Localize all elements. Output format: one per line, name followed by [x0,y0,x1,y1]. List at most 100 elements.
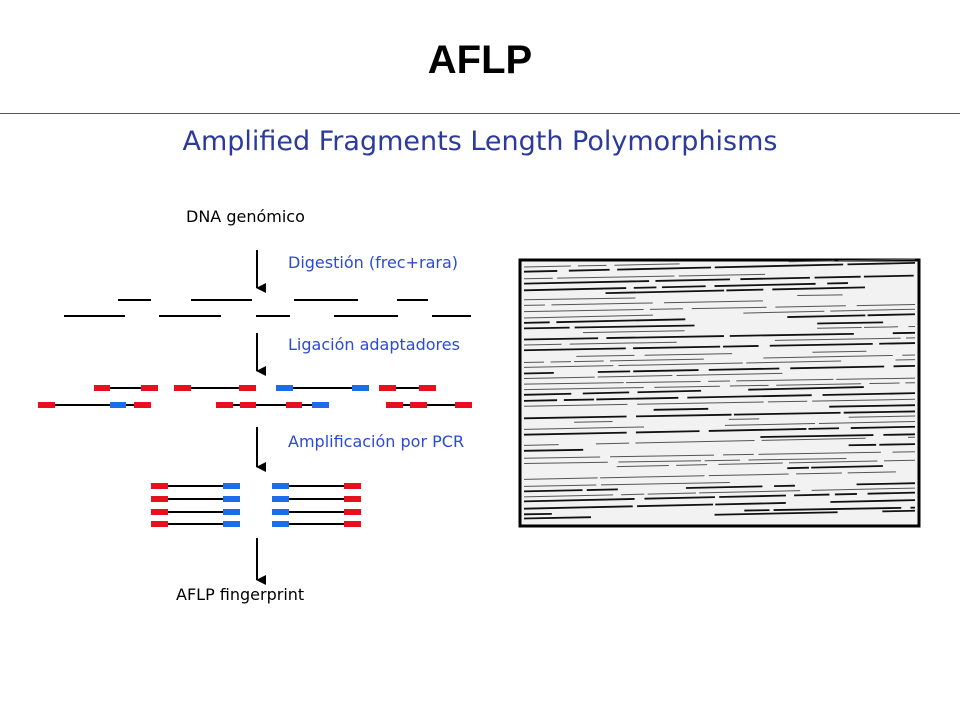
gel-band [635,430,700,434]
gel-band [523,444,559,446]
adaptor-red [151,521,168,527]
gel-band [523,314,653,319]
gel-band [822,392,916,396]
gel-band [864,326,899,328]
gel-band [714,263,844,269]
gel-band [775,305,846,308]
gel-band [574,420,613,423]
gel-band [523,343,562,346]
adaptor-blue [223,521,240,527]
gel-band [610,454,715,458]
gel-band [551,302,653,306]
gel-band [616,464,669,468]
gel-band [687,394,812,399]
adaptor-blue [223,483,240,489]
adaptor-blue [223,509,240,515]
gel-band [722,453,754,456]
gel-band [728,418,760,420]
gel-band [729,384,769,387]
gel-band [678,273,766,277]
gel-band [812,398,916,402]
adaptor-red [344,483,361,489]
gel-band [523,505,633,510]
gel-band [617,266,712,271]
gel-band [523,287,627,292]
label-aflp-fingerprint: AFLP fingerprint [176,585,305,604]
gel-band [574,324,695,329]
adaptor-red [134,402,151,408]
gel-band [644,496,715,500]
gel-band [576,354,635,357]
gel-band [523,265,571,268]
gel-band [704,459,741,462]
adaptor-red [216,402,233,408]
gel-band [817,321,884,325]
gel-band [774,337,901,341]
gel-band [637,389,702,394]
gel-band [597,370,631,373]
gel-band [879,342,916,345]
gel-band [708,367,780,371]
gel-band [773,506,902,511]
gel-band [597,375,673,378]
gel-band [568,268,610,272]
gel-band [523,426,645,430]
gel-band [523,371,554,375]
gel-band [676,464,708,466]
gel-band [761,437,866,441]
gel-band [523,415,627,420]
gel-band [523,448,584,452]
gel-band [676,372,783,376]
adaptor-red [240,402,256,408]
gel-band [708,473,789,477]
gel-band [883,433,916,436]
gel-band [811,465,883,469]
gel-band [557,275,675,279]
gel-band [606,335,724,339]
gel-band [523,403,628,407]
adaptor-red [379,385,396,391]
gel-band [808,427,840,430]
gel-band [618,460,702,463]
gel-band [790,365,885,370]
gel-band [772,286,865,291]
aflp-gel-image [518,258,921,528]
gel-band [818,421,916,424]
gel-band [788,260,835,263]
adaptor-blue [272,521,289,527]
gel-band [829,404,916,408]
gel-band [523,270,558,273]
gel-band [582,391,630,395]
gel-band [637,503,714,508]
gel-band [523,484,597,487]
gel-band [767,400,808,403]
gel-band [848,415,916,418]
gel-band [685,485,763,489]
gel-band [633,369,699,373]
gel-band [796,472,842,475]
gel-band [882,509,916,513]
gel-band [708,428,807,432]
adaptor-red [419,385,436,391]
adaptor-red [38,402,55,408]
gel-band [523,399,558,402]
gel-band [635,440,755,444]
gel-band [523,337,599,341]
gel-band [655,278,731,282]
gel-band [879,443,916,446]
adaptor-red [286,402,302,408]
gel-band [633,345,721,350]
gel-band [523,392,572,396]
gel-band [582,330,685,334]
adaptor-red [344,509,361,515]
digested-fragments [64,299,471,317]
gel-band [814,275,861,279]
adaptor-blue [272,509,289,515]
gel-band [523,277,553,280]
gel-band [811,487,916,491]
gel-band [569,341,677,345]
label-ligation: Ligación adaptadores [288,335,460,354]
gel-band [763,354,893,359]
adaptor-blue [110,402,126,408]
adaptor-red [151,509,168,515]
